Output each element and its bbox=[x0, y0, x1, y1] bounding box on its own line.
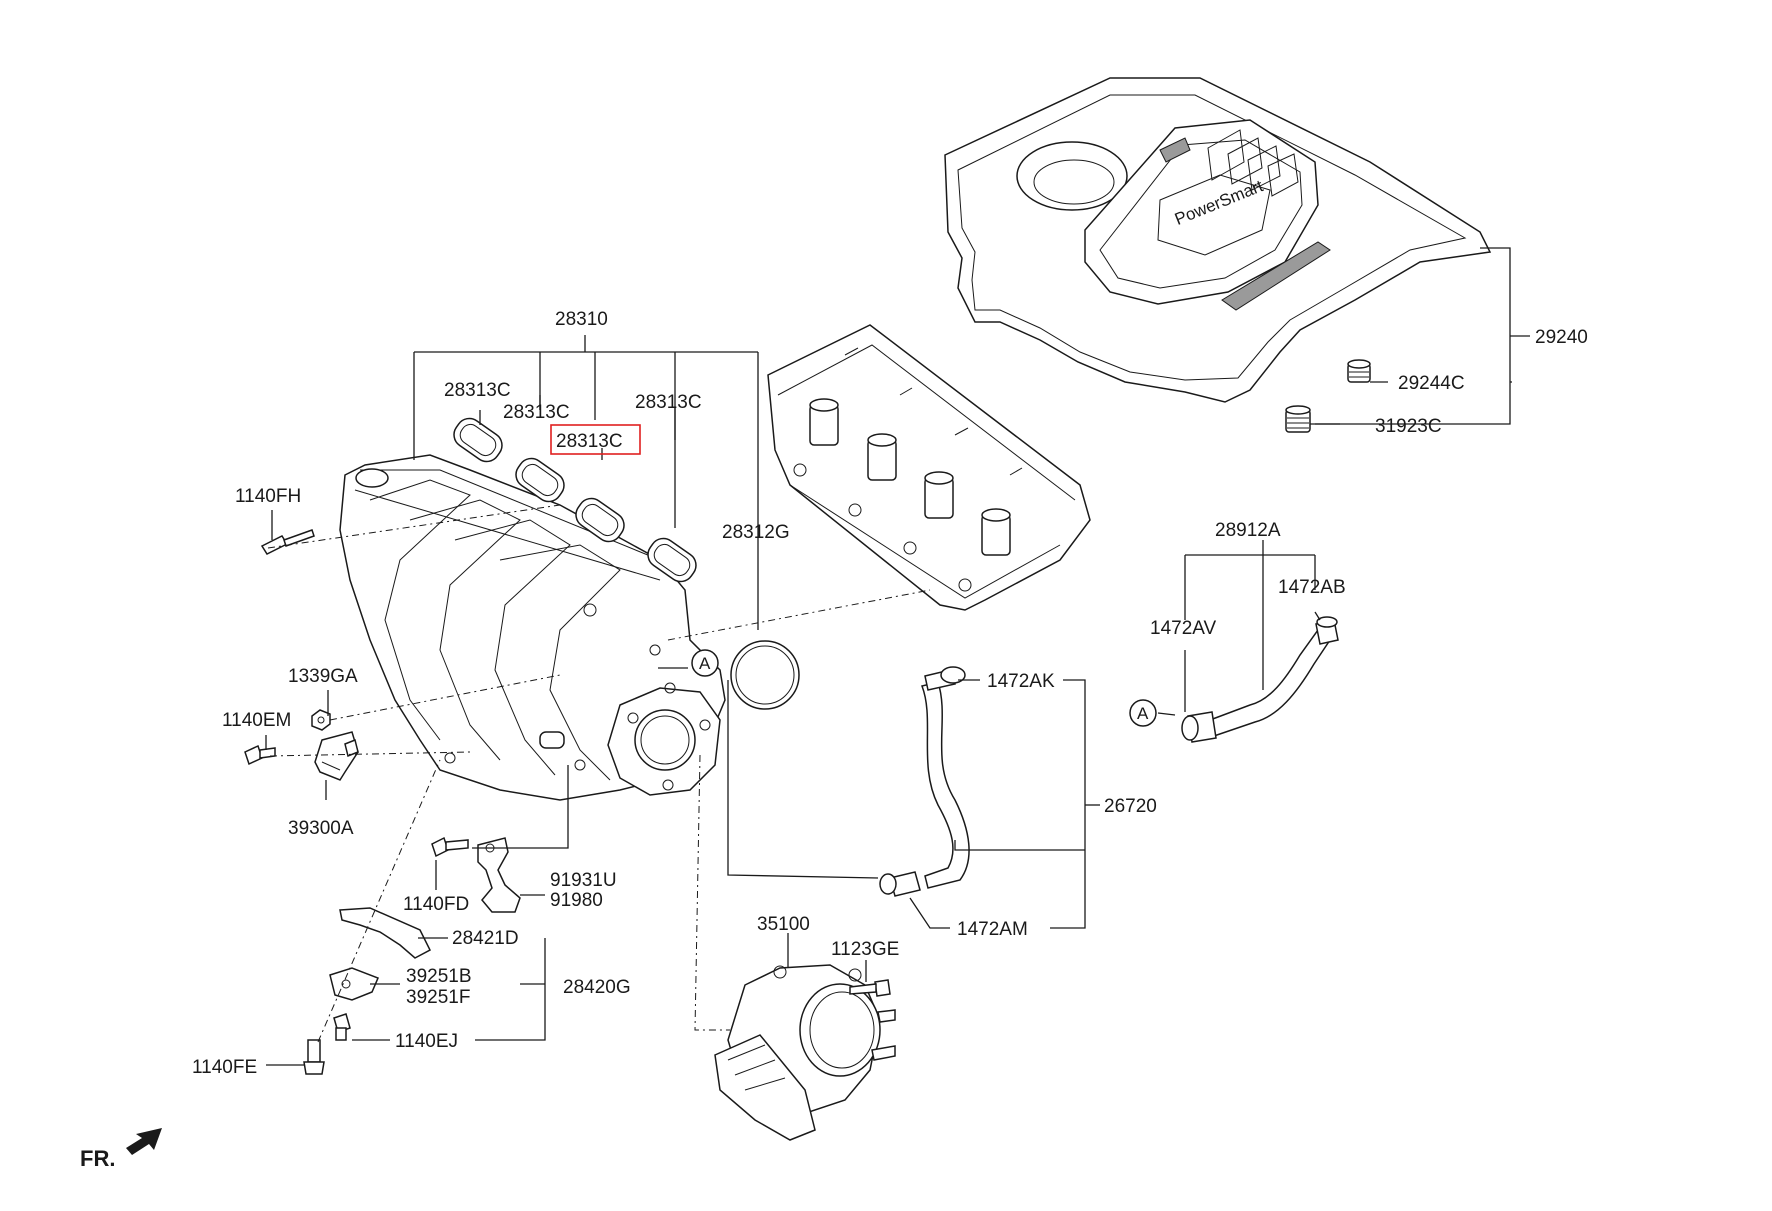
bracket-91931u bbox=[477, 837, 521, 913]
svg-text:A: A bbox=[699, 654, 711, 673]
highlighted-part-box bbox=[550, 424, 641, 455]
label-1123ge: 1123GE bbox=[831, 939, 899, 960]
label-1140em: 1140EM bbox=[222, 710, 291, 731]
label-91980: 91980 bbox=[550, 890, 603, 911]
label-1472ak: 1472AK bbox=[987, 671, 1055, 692]
label-28313c-4: 28313C bbox=[635, 392, 702, 413]
label-39251b: 39251B bbox=[406, 966, 472, 987]
label-28420g: 28420G bbox=[563, 977, 631, 998]
leader-lines bbox=[265, 247, 1530, 1066]
bolt-1140em bbox=[244, 744, 276, 766]
grommet-31923c bbox=[1285, 405, 1311, 433]
bolt-1140fd bbox=[431, 836, 469, 858]
pcv-hose-28912a bbox=[1181, 616, 1339, 743]
manifold-gaskets bbox=[453, 417, 697, 583]
valve-towers bbox=[809, 398, 1011, 556]
label-1140fe: 1140FE bbox=[192, 1057, 257, 1078]
label-1472av: 1472AV bbox=[1150, 618, 1217, 639]
label-29240: 29240 bbox=[1535, 327, 1588, 348]
label-28310: 28310 bbox=[555, 309, 608, 330]
label-28312g: 28312G bbox=[722, 522, 790, 543]
part-labels: 28310 28313C 28313C 28313C 28313C 28312G… bbox=[192, 309, 1588, 1078]
svg-text:FR.: FR. bbox=[80, 1146, 115, 1171]
map-sensor-39300a bbox=[314, 731, 359, 781]
label-1339ga: 1339GA bbox=[288, 666, 358, 687]
nut-1339ga bbox=[311, 709, 331, 731]
label-1140fh: 1140FH bbox=[235, 486, 301, 507]
bracket-39251b bbox=[329, 967, 379, 1001]
cover-vent-slots bbox=[1207, 129, 1299, 197]
reference-circle-a-hose: A bbox=[1129, 699, 1157, 727]
label-28313c-highlighted: 28313C bbox=[556, 431, 623, 452]
label-28421d: 28421D bbox=[452, 928, 519, 949]
bracket-28421d bbox=[339, 907, 431, 959]
breather-hose-26720 bbox=[879, 666, 970, 897]
label-1140ej: 1140EJ bbox=[395, 1031, 458, 1052]
throttle-gasket-ring bbox=[730, 640, 800, 710]
bolt-1140fe bbox=[303, 1039, 325, 1075]
intake-manifold bbox=[339, 454, 726, 801]
front-direction-indicator: FR. bbox=[80, 1128, 162, 1171]
label-26720: 26720 bbox=[1104, 796, 1157, 817]
bolt-1123ge bbox=[849, 979, 891, 997]
svg-text:A: A bbox=[1137, 704, 1149, 723]
label-28313c-2: 28313C bbox=[503, 402, 570, 423]
label-1472am: 1472AM bbox=[957, 919, 1028, 940]
bolt-1140ej bbox=[333, 1013, 351, 1041]
cylinder-head bbox=[767, 324, 1091, 611]
label-35100: 35100 bbox=[757, 914, 810, 935]
label-31923c: 31923C bbox=[1375, 416, 1442, 437]
label-1472ab: 1472AB bbox=[1278, 577, 1346, 598]
label-28313c-1: 28313C bbox=[444, 380, 511, 401]
label-39251f: 39251F bbox=[406, 987, 470, 1008]
label-39300a: 39300A bbox=[288, 818, 354, 839]
label-29244c: 29244C bbox=[1398, 373, 1465, 394]
label-28912a: 28912A bbox=[1215, 520, 1281, 541]
grommet-29244c bbox=[1347, 359, 1371, 383]
bolt-1140fh bbox=[260, 529, 315, 555]
reference-circle-a-manifold: A bbox=[691, 649, 719, 677]
engine-cover: PowerSmart bbox=[944, 77, 1492, 403]
label-1140fd: 1140FD bbox=[403, 894, 469, 915]
label-91931u: 91931U bbox=[550, 870, 617, 891]
throttle-body bbox=[714, 964, 896, 1141]
